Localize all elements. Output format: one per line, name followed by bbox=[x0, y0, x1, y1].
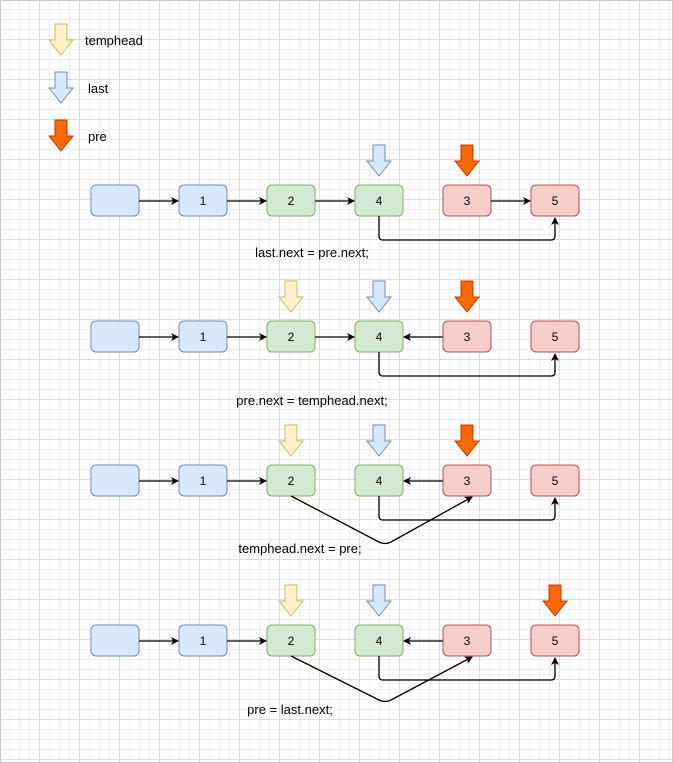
legend-last: last bbox=[47, 71, 109, 104]
list-node-label: 2 bbox=[288, 194, 295, 208]
next-link bbox=[290, 495, 473, 545]
next-link bbox=[378, 352, 559, 377]
list-node-label: 5 bbox=[552, 474, 559, 488]
down-arrow-icon bbox=[47, 23, 75, 56]
list-node bbox=[90, 320, 140, 353]
list-node-label: 1 bbox=[200, 330, 207, 344]
temphead-pointer-icon bbox=[277, 584, 305, 617]
next-link bbox=[290, 655, 473, 703]
list-node-label: 3 bbox=[464, 330, 471, 344]
legend-pre-label: pre bbox=[88, 129, 107, 144]
temphead-pointer-icon bbox=[277, 424, 305, 457]
list-node-label: 3 bbox=[464, 634, 471, 648]
next-link bbox=[378, 216, 559, 241]
temphead-pointer-icon bbox=[277, 280, 305, 313]
list-node-label: 4 bbox=[376, 634, 383, 648]
list-node-label: 2 bbox=[288, 474, 295, 488]
list-node bbox=[90, 624, 140, 657]
step-4: 1 2 4 3 5 pre = last.next; bbox=[90, 584, 580, 717]
list-node-label: 4 bbox=[376, 194, 383, 208]
next-link bbox=[378, 496, 559, 521]
list-node-label: 4 bbox=[376, 330, 383, 344]
list-node-label: 5 bbox=[552, 330, 559, 344]
list-node-label: 3 bbox=[464, 194, 471, 208]
step-2: 1 2 4 3 5 pre.next = temphead.next; bbox=[90, 280, 580, 408]
step-3: 1 2 4 3 5 temphead.next = pre; bbox=[90, 424, 580, 556]
legend-temphead-label: temphead bbox=[85, 33, 143, 48]
list-node-label: 2 bbox=[288, 634, 295, 648]
list-node-label: 1 bbox=[200, 474, 207, 488]
list-node bbox=[90, 464, 140, 497]
pre-pointer-icon bbox=[453, 424, 481, 457]
list-node-label: 1 bbox=[200, 634, 207, 648]
last-pointer-icon bbox=[365, 280, 393, 313]
step-caption: last.next = pre.next; bbox=[255, 245, 369, 260]
step-caption: pre = last.next; bbox=[247, 702, 333, 717]
list-node-label: 3 bbox=[464, 474, 471, 488]
step-caption: temphead.next = pre; bbox=[238, 541, 361, 556]
list-node-label: 5 bbox=[552, 634, 559, 648]
list-node-label: 4 bbox=[376, 474, 383, 488]
list-node-label: 5 bbox=[552, 194, 559, 208]
pre-pointer-icon bbox=[541, 584, 569, 617]
legend-last-label: last bbox=[88, 81, 109, 96]
legend-pre: pre bbox=[47, 119, 107, 152]
pre-pointer-icon bbox=[453, 280, 481, 313]
list-node bbox=[530, 320, 580, 353]
step-1: 1 2 4 3 5 last.next = pre.next; bbox=[90, 144, 580, 260]
step-caption: pre.next = temphead.next; bbox=[236, 393, 387, 408]
last-pointer-icon bbox=[365, 584, 393, 617]
last-pointer-icon bbox=[365, 424, 393, 457]
list-node-label: 1 bbox=[200, 194, 207, 208]
legend: temphead last pre bbox=[47, 23, 143, 152]
pre-pointer-icon bbox=[453, 144, 481, 177]
last-pointer-icon bbox=[365, 144, 393, 177]
down-arrow-icon bbox=[47, 119, 75, 152]
list-node bbox=[530, 184, 580, 217]
down-arrow-icon bbox=[47, 71, 75, 104]
list-node bbox=[90, 184, 140, 217]
list-node bbox=[530, 624, 580, 657]
next-link bbox=[378, 656, 559, 681]
list-node-label: 2 bbox=[288, 330, 295, 344]
list-node bbox=[530, 464, 580, 497]
legend-temphead: temphead bbox=[47, 23, 143, 56]
